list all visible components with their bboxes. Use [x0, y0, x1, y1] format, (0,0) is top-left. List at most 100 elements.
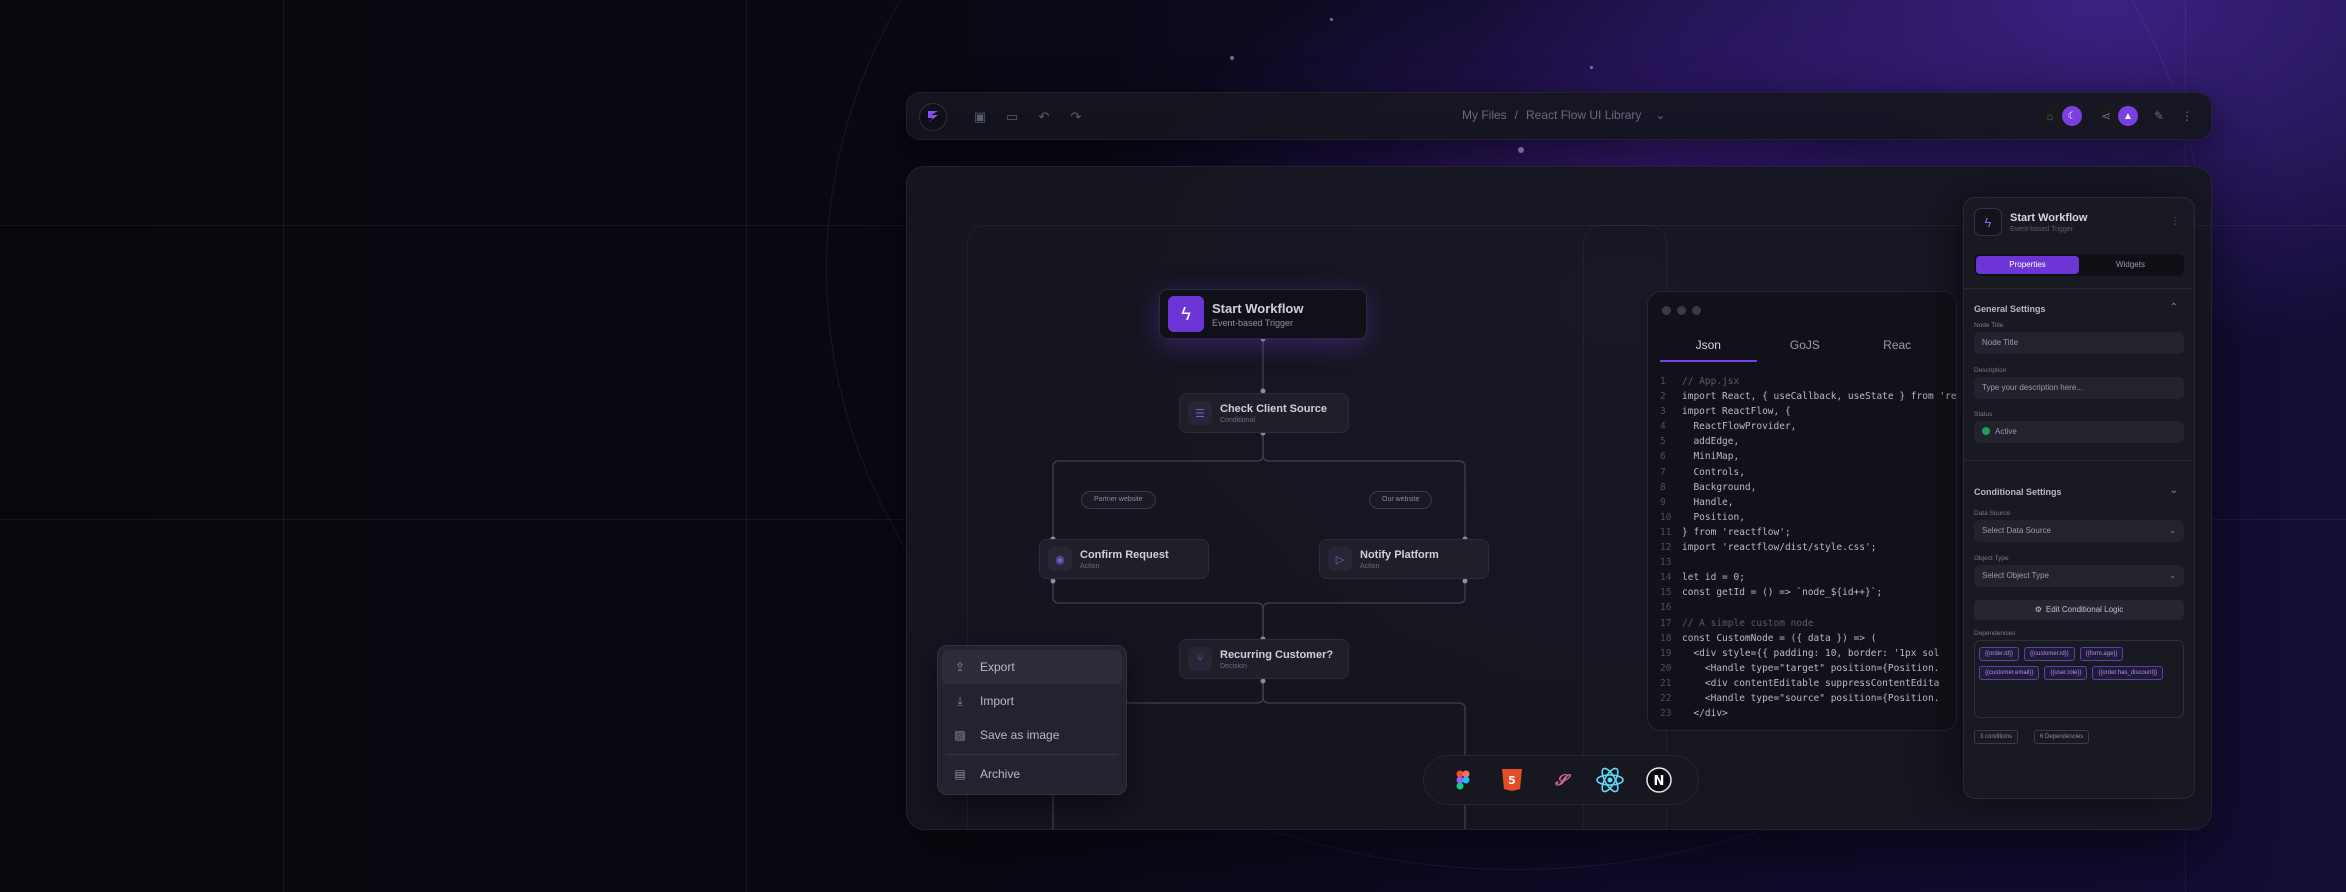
- view-toggle[interactable]: ⋖ ▲: [2093, 103, 2141, 129]
- tab-gojs[interactable]: GoJS: [1789, 338, 1820, 352]
- more-icon[interactable]: ⋮: [2181, 109, 2193, 123]
- chevron-down-icon[interactable]: ⌄: [1655, 108, 1666, 122]
- lightning-icon: ϟ: [1974, 208, 2002, 236]
- more-icon[interactable]: ⋮: [2170, 216, 2180, 227]
- tab-properties[interactable]: Properties: [1976, 256, 2079, 274]
- line-number: 18: [1660, 632, 1672, 644]
- tab-react[interactable]: Reac: [1883, 338, 1912, 352]
- pen-icon[interactable]: ✎: [2153, 109, 2165, 123]
- code-line: 3 import ReactFlow, {: [1660, 404, 1956, 419]
- data-source-value: Select Data Source: [1982, 526, 2051, 535]
- context-menu: ⇪ Export ⤓ Import ▨ Save as image ▤ Arch…: [937, 645, 1127, 795]
- line-text: let id = 0;: [1682, 572, 1745, 584]
- line-number: 15: [1660, 587, 1672, 599]
- tab-widgets[interactable]: Widgets: [2116, 260, 2145, 269]
- dependency-chip[interactable]: {{form.age}}: [2079, 647, 2124, 661]
- undo-icon[interactable]: ↶: [1038, 109, 1050, 124]
- menu-item-import[interactable]: ⤓ Import: [942, 684, 1122, 718]
- code-line: 17// A simple custom node: [1660, 616, 1956, 631]
- status-label: Status: [1974, 411, 1993, 418]
- grid-line: [283, 0, 284, 892]
- menu-item-archive[interactable]: ▤ Archive: [942, 757, 1122, 791]
- edit-conditional-logic-button[interactable]: ⚙Edit Conditional Logic: [1974, 600, 2184, 620]
- object-type-select[interactable]: Select Object Type ⌄: [1974, 565, 2184, 587]
- line-text: <div contentEditable suppressContentEdit…: [1682, 677, 1940, 689]
- line-number: 11: [1660, 526, 1672, 538]
- menu-item-export[interactable]: ⇪ Export: [942, 650, 1122, 684]
- dependency-chip[interactable]: {{customer.email}}: [1979, 666, 2040, 680]
- html5-icon[interactable]: 5: [1497, 765, 1527, 795]
- figma-icon[interactable]: [1448, 765, 1478, 795]
- list-icon: ☰: [1188, 401, 1212, 425]
- code-line: 22 <Handle type="source" position={Posit…: [1660, 691, 1956, 706]
- breadcrumb-current[interactable]: React Flow UI Library: [1526, 108, 1642, 122]
- data-source-select[interactable]: Select Data Source ⌄: [1974, 520, 2184, 542]
- code-line: 19 <div style={{ padding: 10, border: '1…: [1660, 646, 1956, 661]
- sass-icon[interactable]: 𝓢: [1555, 771, 1567, 789]
- node-title: Check Client Source: [1220, 402, 1327, 415]
- sun-icon[interactable]: ☼: [2044, 109, 2056, 123]
- nextjs-icon[interactable]: N: [1644, 765, 1674, 795]
- menu-item-label: Archive: [980, 767, 1021, 781]
- line-number: 17: [1660, 617, 1672, 629]
- play-circle-icon: ▷: [1328, 547, 1352, 571]
- dependencies-list: {{order.id}} {{customer.id}} {{form.age}…: [1974, 640, 2184, 718]
- section-general-settings[interactable]: General Settings: [1974, 304, 2046, 314]
- dependency-chip[interactable]: {{customer.id}}: [2024, 647, 2075, 661]
- line-text: Position,: [1682, 511, 1745, 523]
- tab-json[interactable]: Json: [1660, 334, 1757, 362]
- node-recurring-customer[interactable]: ⑂ Recurring Customer? Decision: [1179, 639, 1349, 679]
- code-line: 11} from 'reactflow';: [1660, 525, 1956, 540]
- node-start-workflow[interactable]: ϟ Start Workflow Event-based Trigger: [1159, 289, 1367, 339]
- line-number: 10: [1660, 511, 1672, 523]
- code-line: 16: [1660, 600, 1956, 615]
- status-select[interactable]: Active: [1974, 421, 2184, 443]
- theme-toggle[interactable]: ☼ ☾: [2037, 103, 2085, 129]
- redo-icon[interactable]: ↷: [1070, 109, 1082, 124]
- node-confirm-request[interactable]: ◉ Confirm Request Action: [1039, 539, 1209, 579]
- workflow-canvas[interactable]: ϟ Start Workflow Event-based Trigger ☰ C…: [906, 166, 2212, 830]
- code-line: 1 // App.jsx: [1660, 374, 1956, 389]
- section-conditional-settings[interactable]: Conditional Settings: [1974, 487, 2062, 497]
- chevron-down-icon[interactable]: ⌄: [2169, 485, 2178, 496]
- triangle-icon[interactable]: ▲: [2118, 106, 2138, 126]
- react-icon[interactable]: [1595, 765, 1625, 795]
- play-circle-icon: ◉: [1048, 547, 1072, 571]
- code-line: 8 Background,: [1660, 480, 1956, 495]
- node-subtitle: Action: [1360, 562, 1380, 570]
- share-icon[interactable]: ⋖: [2100, 109, 2112, 123]
- line-number: 1: [1660, 376, 1666, 387]
- chevron-up-icon[interactable]: ⌃: [2169, 302, 2178, 313]
- dependency-chip[interactable]: {{user.role}}: [2044, 666, 2088, 680]
- line-number: 3: [1660, 406, 1666, 418]
- line-number: 7: [1660, 466, 1666, 478]
- description-input[interactable]: Type your description here...: [1974, 377, 2184, 399]
- moon-icon[interactable]: ☾: [2062, 106, 2082, 126]
- dependency-chip[interactable]: {{order.id}}: [1979, 647, 2020, 661]
- node-notify-platform[interactable]: ▷ Notify Platform Action: [1319, 539, 1489, 579]
- line-number: 4: [1660, 421, 1666, 433]
- app-logo[interactable]: [919, 103, 947, 131]
- lightning-icon: ϟ: [1168, 296, 1204, 332]
- edge-label-partner[interactable]: Partner website: [1081, 491, 1156, 509]
- code-line: 9 Handle,: [1660, 495, 1956, 510]
- folder-icon[interactable]: ▭: [1005, 109, 1019, 124]
- code-line: 4 ReactFlowProvider,: [1660, 419, 1956, 434]
- menu-item-save-as-image[interactable]: ▨ Save as image: [942, 718, 1122, 752]
- chevron-down-icon: ⌄: [2169, 571, 2176, 580]
- node-title: Confirm Request: [1080, 548, 1169, 561]
- node-check-client-source[interactable]: ☰ Check Client Source Conditional: [1179, 393, 1349, 433]
- line-text: // App.jsx: [1682, 376, 1740, 387]
- editor-tabs: Json GoJS Reac: [1660, 334, 1956, 362]
- dependency-chip[interactable]: {{order.has_discount}}: [2092, 666, 2164, 680]
- line-text: import ReactFlow, {: [1682, 406, 1791, 418]
- breadcrumb-root[interactable]: My Files: [1462, 108, 1507, 122]
- edge-label-our-website[interactable]: Our website: [1369, 491, 1433, 509]
- node-title-input[interactable]: Node Title: [1974, 332, 2184, 354]
- status-value: Active: [1995, 427, 2017, 436]
- menu-item-label: Import: [980, 694, 1015, 708]
- toolbar-right: ☼ ☾ ⋖ ▲ ✎ ⋮: [2037, 103, 2197, 129]
- save-icon[interactable]: ▣: [973, 109, 987, 124]
